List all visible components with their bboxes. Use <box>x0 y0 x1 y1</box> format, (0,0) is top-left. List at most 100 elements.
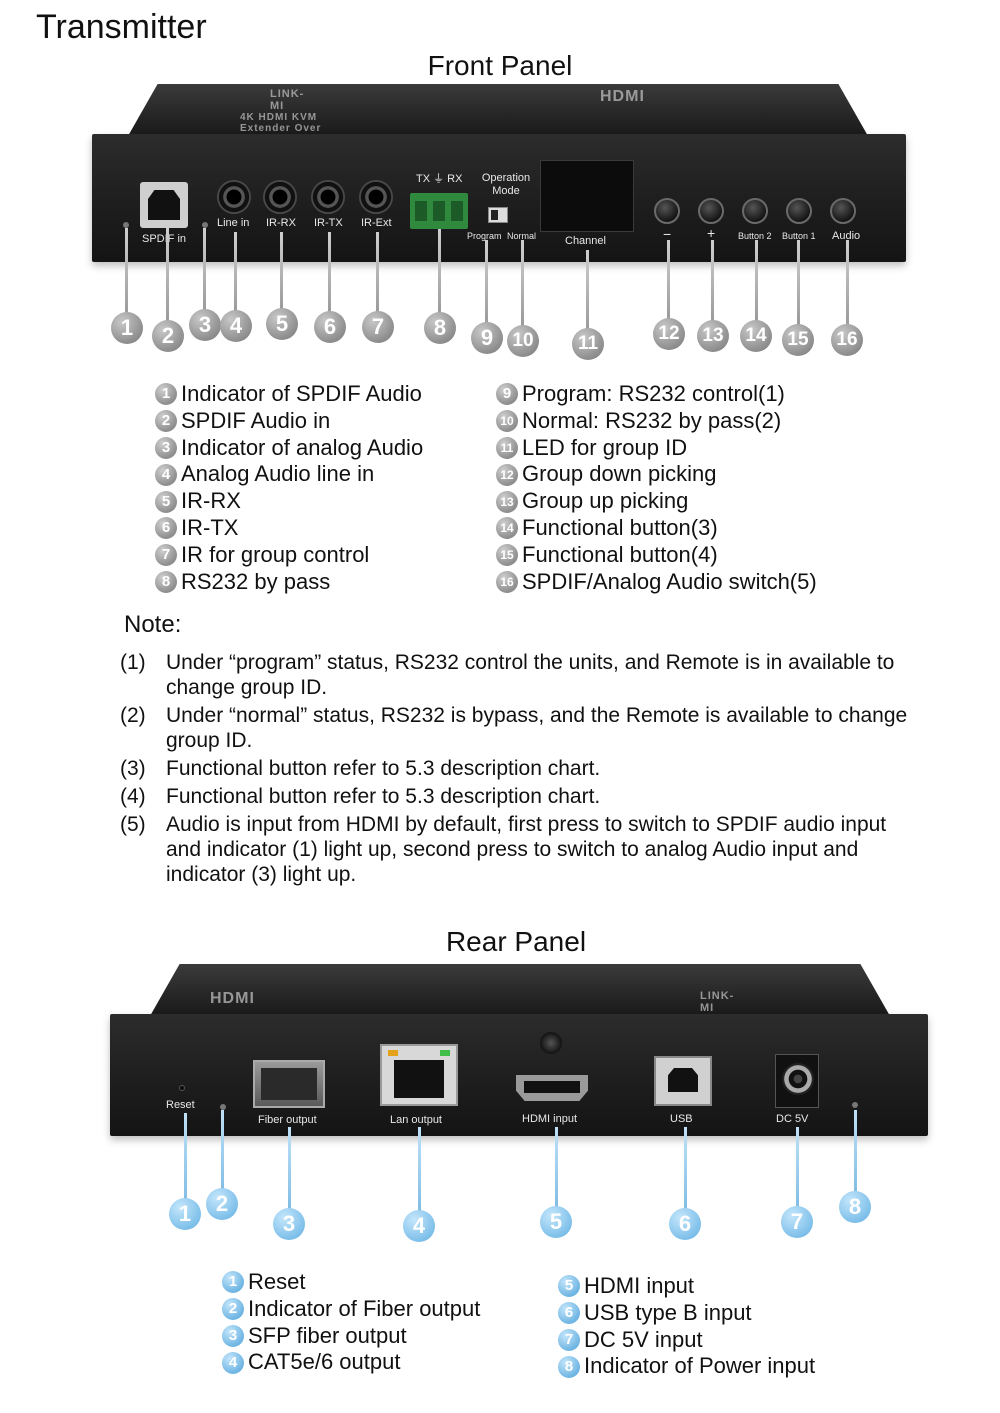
spdif-in-label: SPDIF in <box>142 233 187 245</box>
rear-leader-line-5 <box>555 1127 558 1211</box>
ir-rx-label: IR-RX <box>266 217 296 229</box>
leader-line-11 <box>586 250 589 330</box>
front-hdmi-logo: HDMI <box>600 88 645 105</box>
front-callout-6: 6 <box>314 311 346 343</box>
rear-callout-5: 5 <box>540 1206 572 1238</box>
button-2[interactable] <box>742 198 768 224</box>
note-item: (2)Under “normal” status, RS232 is bypas… <box>120 704 908 752</box>
lan-output-label: Lan output <box>390 1114 442 1126</box>
usb-label: USB <box>670 1113 693 1125</box>
leader-line-8 <box>438 229 441 315</box>
rear-leader-line-7 <box>796 1127 799 1211</box>
program-label: Program <box>467 231 502 241</box>
rear-callout-4: 4 <box>403 1210 435 1242</box>
front-callout-14: 14 <box>740 320 772 352</box>
tx-rx-label: TX ⏚ RX <box>416 173 463 185</box>
front-callout-1: 1 <box>111 312 143 344</box>
leader-line-7 <box>376 232 379 314</box>
hdmi-input-port[interactable] <box>516 1075 588 1101</box>
note-heading: Note: <box>124 611 182 638</box>
front-callout-7: 7 <box>362 311 394 343</box>
front-callout-11: 11 <box>572 328 604 360</box>
audio-switch-button[interactable] <box>830 198 856 224</box>
dc-5v-port[interactable] <box>775 1054 819 1108</box>
front-chassis-face <box>92 134 906 262</box>
note-item: (5)Audio is input from HDMI by default, … <box>120 813 887 886</box>
rear-leader-line-8 <box>854 1110 857 1196</box>
ir-tx-label: IR-TX <box>314 217 343 229</box>
line-in-jack[interactable] <box>217 180 251 214</box>
front-callout-9: 9 <box>471 322 503 354</box>
front-callout-10: 10 <box>507 325 539 357</box>
button1-label: Button 1 <box>782 231 816 241</box>
front-callout-16: 16 <box>831 324 863 356</box>
spdif-port[interactable] <box>140 182 188 228</box>
front-callout-12: 12 <box>653 318 685 350</box>
group-up-button[interactable] <box>698 198 724 224</box>
normal-label: Normal <box>507 231 537 241</box>
front-brand-print: LINK-MI <box>270 88 305 112</box>
rear-callout-8: 8 <box>839 1191 871 1223</box>
rear-panel-heading: Rear Panel <box>445 926 587 957</box>
fiber-indicator-led <box>220 1104 226 1110</box>
usb-b-port[interactable] <box>654 1056 712 1106</box>
button-1[interactable] <box>786 198 812 224</box>
leader-line-10 <box>521 240 524 326</box>
ir-ext-jack[interactable] <box>359 180 393 214</box>
line-in-label: Line in <box>217 217 250 229</box>
page-title: Transmitter <box>36 8 207 46</box>
operation-mode-switch[interactable] <box>488 207 508 223</box>
ir-tx-jack[interactable] <box>311 180 345 214</box>
fiber-output-label: Fiber output <box>258 1114 317 1126</box>
group-down-button[interactable] <box>654 198 680 224</box>
rear-callout-7: 7 <box>781 1206 813 1238</box>
channel-led-display <box>540 160 634 232</box>
operation-mode-label: Operation Mode <box>481 172 531 197</box>
front-chassis-top <box>128 84 868 136</box>
leader-line-6 <box>328 232 331 314</box>
sfp-fiber-port[interactable] <box>253 1060 325 1108</box>
reset-pinhole[interactable] <box>179 1085 185 1091</box>
front-callout-2: 2 <box>152 320 184 352</box>
power-indicator-led <box>852 1102 858 1108</box>
screw-icon <box>540 1032 562 1054</box>
leader-line-12 <box>667 240 670 320</box>
front-callout-15: 15 <box>782 324 814 356</box>
rear-leader-line-1 <box>184 1113 187 1205</box>
ir-rx-jack[interactable] <box>263 180 297 214</box>
leader-line-5 <box>280 232 283 310</box>
note-item: (4)Functional button refer to 5.3 descri… <box>120 785 601 808</box>
plus-label: + <box>707 225 716 241</box>
analog-indicator-led <box>202 222 208 228</box>
note-item: (3)Functional button refer to 5.3 descri… <box>120 757 601 780</box>
channel-label: Channel <box>565 235 606 247</box>
leader-line-13 <box>711 240 714 322</box>
leader-line-2 <box>166 228 169 322</box>
rear-leader-line-6 <box>684 1127 687 1213</box>
lan-port[interactable] <box>380 1044 458 1106</box>
front-callout-13: 13 <box>697 320 729 352</box>
leader-line-1 <box>125 228 128 316</box>
reset-label: Reset <box>166 1099 195 1111</box>
leader-line-3 <box>203 228 206 312</box>
rear-callout-1: 1 <box>169 1198 201 1230</box>
rear-brand-print: LINK-MI <box>700 990 735 1014</box>
front-callout-3: 3 <box>189 309 221 341</box>
rs232-terminal[interactable] <box>410 193 468 229</box>
